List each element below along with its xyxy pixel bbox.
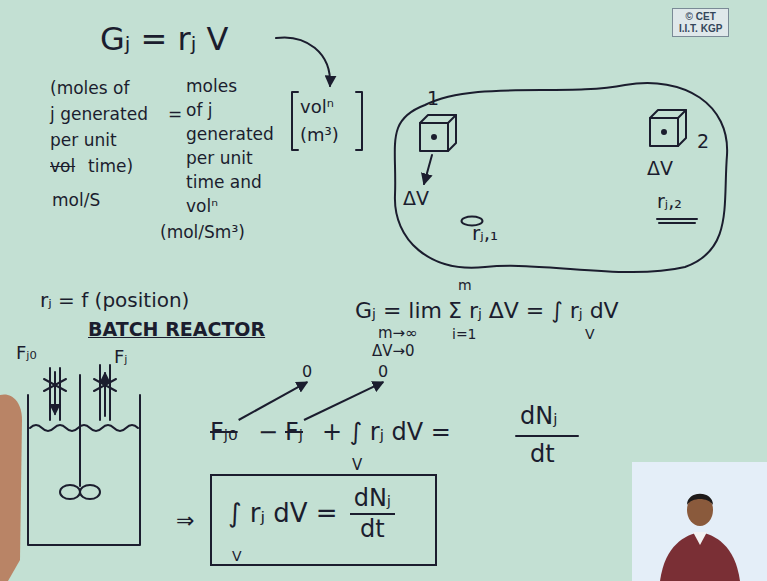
node-text: ∫ rⱼ dV =	[228, 498, 338, 529]
circled-term: rⱼ,₁	[460, 215, 484, 227]
volume-cube	[420, 115, 456, 151]
equals-sign: =	[168, 104, 182, 124]
bracket	[292, 92, 298, 150]
fraction-bar	[516, 435, 578, 437]
flow-label: Fⱼ₀	[16, 342, 37, 364]
note-text: of j	[186, 100, 213, 120]
note-text: time and	[186, 172, 262, 192]
note-text: per unit	[186, 148, 253, 168]
underline	[657, 219, 697, 223]
logo-box: © CETI.I.T. KGP	[672, 8, 729, 37]
node-text: rⱼ,₁	[472, 221, 498, 245]
equation-term: Fⱼ₀	[210, 418, 238, 447]
batch-reactor	[28, 365, 140, 545]
unit-text: (m³)	[300, 124, 339, 146]
equation-text: Gⱼ = rⱼ V	[100, 20, 228, 58]
heading-text: BATCH REACTOR	[88, 318, 265, 341]
limit-text: m→∞	[378, 324, 418, 342]
region-outline-path	[395, 83, 727, 272]
strike-arrow	[239, 382, 307, 420]
hand	[0, 394, 22, 581]
note-text: volⁿ	[300, 96, 334, 118]
lecturer-video	[632, 462, 767, 581]
node-text: rⱼ,₂	[657, 190, 682, 213]
node-text: ΔV	[403, 187, 429, 210]
boxed-equation: ∫ rⱼ dV = dNⱼdtV	[210, 474, 437, 566]
node-text: I.I.T. KGP	[679, 23, 722, 35]
node-text: © CET	[679, 11, 722, 23]
node-text: 1	[427, 87, 439, 110]
note-text: time)	[88, 156, 133, 176]
implies-sign: ⇒	[176, 508, 194, 534]
node-text: ΔV	[647, 157, 673, 180]
integral-limit: V	[585, 326, 595, 343]
strike-arrow	[304, 382, 383, 420]
note-text: (moles of	[50, 78, 129, 98]
integral-limit: V	[352, 456, 362, 474]
fraction-top: dNⱼ	[520, 402, 557, 431]
volume-cube	[650, 110, 686, 146]
node-text: V	[232, 549, 242, 563]
note-text: moles	[186, 76, 237, 96]
equation-text: rⱼ = f (position)	[40, 288, 189, 312]
bracket	[356, 92, 362, 150]
sum-index: i=1	[452, 326, 477, 343]
note-text: volⁿ	[186, 196, 218, 216]
sum-index: m	[458, 277, 472, 294]
region-outline: 1ΔV 2ΔV rⱼ,₂ rⱼ,₁	[385, 75, 735, 280]
flow-label: Fⱼ	[114, 346, 128, 368]
fraction-bottom: dt	[530, 440, 555, 469]
note-text: generated	[186, 124, 274, 144]
pointer-arrow	[276, 37, 330, 86]
unit-text: (mol/Sm³)	[160, 222, 245, 242]
zero-mark: 0	[378, 362, 388, 381]
equation-text: Σ rⱼ ΔV = ∫ rⱼ dV	[448, 298, 619, 324]
equation-term: −	[258, 418, 278, 447]
equation-term: + ∫ rⱼ dV =	[322, 418, 451, 447]
node-text: dNⱼ	[350, 484, 395, 515]
equation-term: Fⱼ	[285, 418, 303, 447]
struck-text: vol	[50, 156, 75, 176]
limit-text: ΔV→0	[372, 342, 415, 360]
unit-text: mol/S	[52, 190, 100, 210]
zero-mark: 0	[302, 362, 312, 381]
equation-text: Gⱼ = lim	[355, 298, 442, 324]
node-text: 2	[697, 130, 709, 153]
node-text: dt	[350, 515, 395, 544]
note-text: per unit	[50, 130, 117, 150]
note-text: j generated	[50, 104, 148, 124]
pointer-arrow	[424, 155, 432, 184]
